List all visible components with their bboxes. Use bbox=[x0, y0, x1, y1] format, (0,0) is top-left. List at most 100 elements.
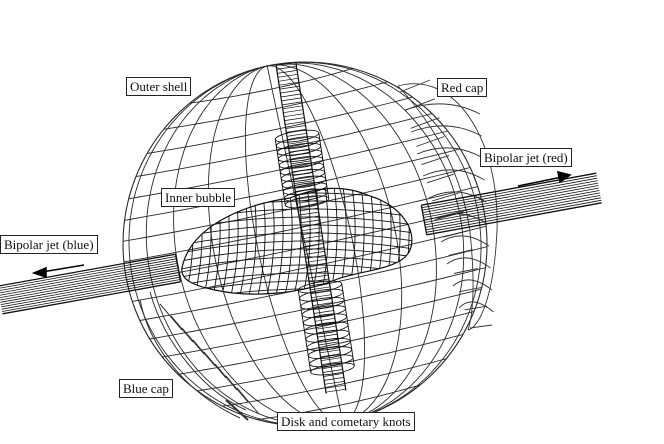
blue-cap-edge bbox=[225, 399, 249, 421]
blue-cap-rib bbox=[203, 351, 227, 379]
disk-hatch bbox=[301, 231, 322, 236]
blue-cap-rib bbox=[225, 375, 249, 403]
inner-bubble-ring bbox=[181, 248, 412, 263]
red-cap-rib bbox=[399, 79, 431, 93]
disk-ring bbox=[275, 136, 321, 150]
label-bipolar-jet-blue: Bipolar jet (blue) bbox=[0, 235, 98, 254]
disk-hatch bbox=[292, 168, 313, 173]
red-cap-ring bbox=[404, 103, 481, 115]
red-jet-line bbox=[425, 197, 601, 231]
red-cap-rib bbox=[416, 136, 445, 147]
disk-hatch bbox=[310, 290, 331, 295]
disk-hatch bbox=[294, 180, 314, 184]
disk-hatch bbox=[321, 357, 341, 362]
disk-hatch bbox=[299, 215, 320, 220]
inner-bubble-meridian bbox=[346, 188, 356, 295]
disk-hatch bbox=[297, 203, 318, 208]
inner-bubble-ring bbox=[181, 256, 412, 271]
label-outer-shell: Outer shell bbox=[126, 77, 192, 96]
red-cap-rib bbox=[442, 230, 469, 238]
disk-hatch bbox=[281, 97, 302, 102]
blue-cap-rib bbox=[170, 315, 194, 343]
red-jet-line bbox=[426, 199, 602, 233]
disk-hatch bbox=[307, 270, 328, 275]
disk-hatch bbox=[305, 255, 326, 259]
disk-hatch bbox=[325, 388, 346, 393]
red-cap-ring bbox=[440, 235, 490, 247]
disk-hatch bbox=[285, 121, 305, 125]
blue-jet-line bbox=[0, 265, 178, 299]
red-jet-line bbox=[425, 195, 601, 228]
disk-hatch bbox=[308, 274, 329, 279]
red-jet-cap bbox=[420, 205, 428, 235]
disk-hatch bbox=[279, 85, 300, 90]
red-cap-ring bbox=[452, 279, 493, 291]
disk-ring bbox=[284, 195, 330, 209]
blue-cap-rib bbox=[236, 387, 260, 415]
red-jet-line bbox=[423, 187, 600, 221]
disk-hatch bbox=[280, 89, 301, 94]
disk-hatch bbox=[311, 294, 332, 299]
outer-shell-latitude bbox=[132, 225, 487, 302]
label-bipolar-jet-red: Bipolar jet (red) bbox=[480, 148, 572, 167]
disk-core-edge bbox=[275, 65, 327, 394]
outer-shell-meridian bbox=[267, 62, 465, 423]
bipolar-jet-blue-wireframe bbox=[0, 253, 182, 315]
disk-hatch bbox=[288, 140, 308, 145]
disk-hatch bbox=[306, 262, 327, 267]
blue-jet-line bbox=[0, 272, 179, 305]
red-jet-line bbox=[422, 180, 598, 213]
blue-cap-wireframe bbox=[139, 291, 260, 421]
disk-hatch bbox=[283, 109, 304, 114]
red-jet-line bbox=[421, 175, 597, 209]
disk-hatch bbox=[314, 314, 335, 318]
disk-hatch bbox=[322, 369, 343, 373]
disk-hatch bbox=[278, 77, 299, 82]
disk-hatch bbox=[312, 302, 333, 306]
inner-bubble-meridian bbox=[355, 188, 365, 295]
disk-hatch bbox=[319, 345, 340, 350]
disk-ring bbox=[310, 362, 355, 376]
blue-jet-line bbox=[1, 274, 180, 308]
disk-hatch bbox=[300, 223, 321, 228]
disk-hatch bbox=[291, 160, 311, 165]
disk-hatch bbox=[315, 317, 335, 322]
blue-cap-rib bbox=[181, 327, 205, 355]
disk-hatch bbox=[309, 278, 329, 283]
red-cap-ring bbox=[422, 169, 485, 181]
disk-hatch bbox=[318, 337, 338, 342]
disk-hatch bbox=[306, 258, 326, 263]
blue-cap-outline bbox=[139, 299, 241, 419]
disk-hatch bbox=[315, 321, 336, 326]
disk-hatch bbox=[322, 365, 343, 369]
blue-cap-rib bbox=[214, 363, 238, 391]
blue-jet-line bbox=[0, 258, 177, 291]
disk-hatch bbox=[313, 306, 334, 310]
disk-hatch bbox=[297, 199, 317, 204]
disk-cylinder-wireframe bbox=[274, 62, 355, 394]
outer-shell-latitude bbox=[149, 267, 486, 340]
disk-hatch bbox=[316, 329, 337, 334]
blue-jet-line bbox=[0, 269, 179, 303]
disk-hatch bbox=[282, 101, 302, 106]
disk-hatch bbox=[321, 361, 342, 365]
inner-bubble-ring bbox=[181, 224, 412, 239]
disk-hatch bbox=[277, 70, 298, 74]
label-inner-bubble: Inner bubble bbox=[161, 188, 236, 207]
red-cap-rib bbox=[464, 305, 488, 311]
inner-bubble-meridian bbox=[391, 188, 401, 295]
disk-hatch bbox=[318, 341, 339, 346]
inner-bubble-meridian bbox=[364, 188, 374, 295]
disk-hatch bbox=[309, 282, 330, 287]
disk-ring bbox=[278, 155, 324, 169]
inner-bubble-ring bbox=[181, 240, 412, 255]
disk-hatch bbox=[320, 353, 341, 358]
disk-hatch bbox=[285, 125, 306, 129]
outer-shell-latitude bbox=[189, 67, 354, 104]
label-blue-cap: Blue cap bbox=[119, 379, 173, 398]
red-jet-line bbox=[421, 172, 597, 206]
blue-jet-cap bbox=[174, 254, 182, 282]
outer-shell-latitude bbox=[163, 81, 388, 130]
red-jet-line bbox=[424, 190, 600, 223]
red-cap-rib bbox=[469, 324, 493, 329]
